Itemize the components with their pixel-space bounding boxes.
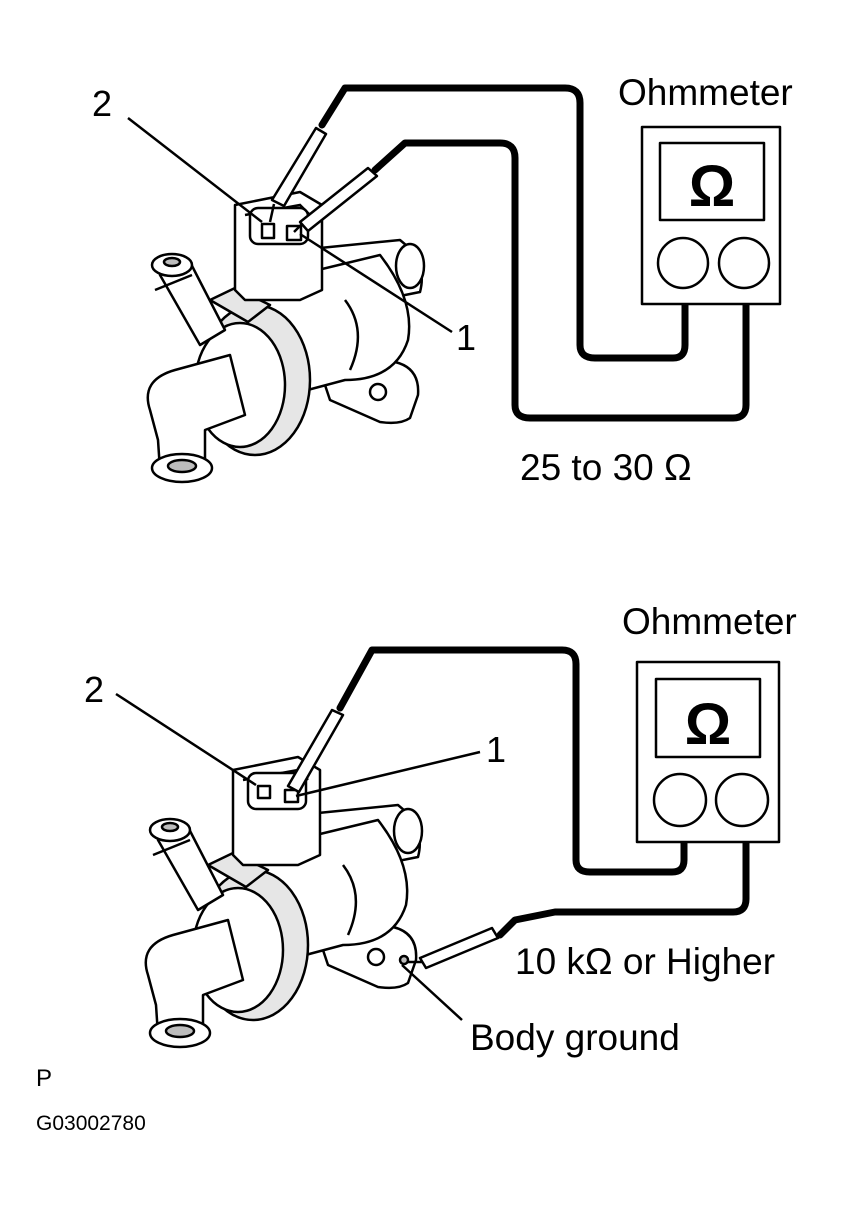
- top-label-2: 2: [92, 83, 112, 124]
- top-probe-b: [298, 166, 379, 233]
- bottom-leader-2: [115, 692, 257, 787]
- bottom-leader-1: [295, 750, 481, 798]
- top-meter-jack-left: [656, 236, 710, 290]
- bottom-wire-b: [496, 838, 750, 939]
- bottom-terminal-2: [256, 784, 272, 800]
- bottom-ohm-symbol-icon: Ω: [685, 692, 732, 757]
- top-ohmmeter-label: Ohmmeter: [618, 72, 793, 113]
- top-leader-1: [299, 232, 453, 334]
- bottom-leader-ground: [401, 964, 463, 1021]
- ground-label: Body ground: [470, 1017, 680, 1058]
- top-probe-a: [270, 126, 328, 208]
- top-meter-jack-right: [717, 236, 771, 290]
- bottom-probe-ground: [418, 926, 500, 970]
- bottom-reading: 10 kΩ or Higher: [515, 941, 775, 982]
- top-wire-a: [318, 84, 689, 362]
- bottom-panel: 2 1 Ω Ohmmeter 10 kΩ or Higher Body grou…: [84, 601, 797, 1058]
- figure-code: G03002780: [36, 1112, 146, 1135]
- bottom-probe-a: [286, 708, 345, 794]
- top-wire-b: [371, 139, 750, 422]
- top-leader-2: [127, 117, 263, 223]
- top-panel: 2 1 Ω Ohmmeter 25 to 30 Ω: [92, 72, 793, 488]
- top-reading: 25 to 30 Ω: [520, 447, 692, 488]
- bottom-ohmmeter: Ω: [635, 660, 781, 844]
- top-ohmmeter: Ω: [640, 125, 782, 306]
- top-label-1: 1: [456, 317, 476, 358]
- top-ohm-symbol-icon: Ω: [689, 154, 736, 219]
- top-terminal-2: [260, 222, 276, 240]
- bottom-label-2: 2: [84, 669, 104, 710]
- bottom-meter-jack-right: [714, 772, 770, 828]
- bottom-ohmmeter-label: Ohmmeter: [622, 601, 797, 642]
- bottom-label-1: 1: [486, 729, 506, 770]
- bottom-wire-a: [336, 646, 688, 876]
- corner-letter: P: [36, 1065, 52, 1092]
- bottom-meter-jack-left: [652, 772, 708, 828]
